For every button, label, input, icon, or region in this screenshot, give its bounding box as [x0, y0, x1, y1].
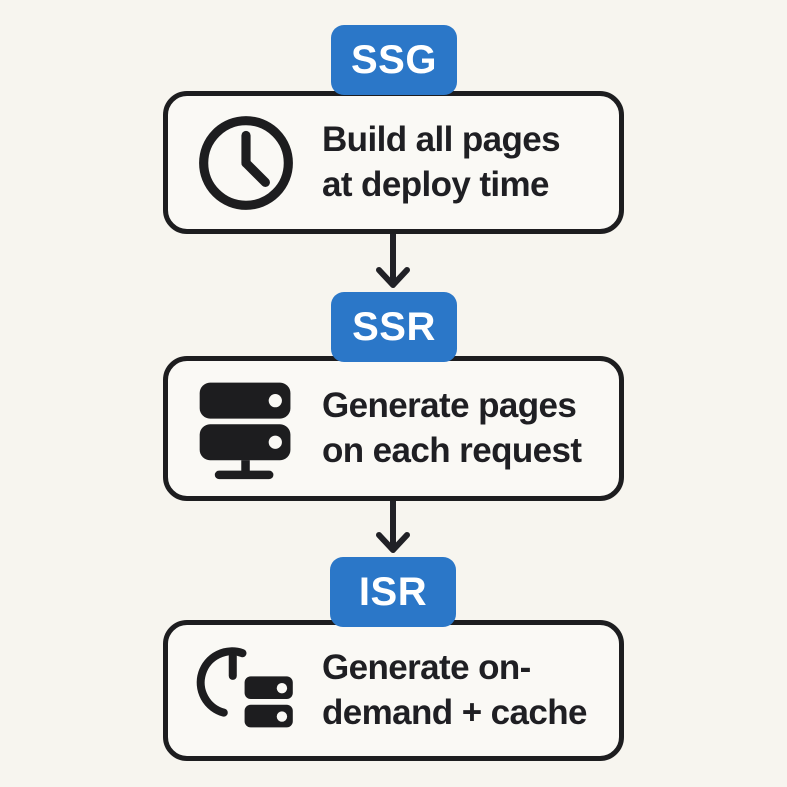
card-ssr-line1: Generate pages	[322, 386, 577, 426]
clock-server-icon	[194, 638, 298, 744]
card-ssg-label: Build all pages at deploy time	[322, 118, 561, 207]
card-ssr-line2: on each request	[322, 430, 582, 470]
card-isr-label: Generate on- demand + cache	[322, 646, 588, 735]
arrow-down-icon	[376, 233, 410, 288]
card-ssg: Build all pages at deploy time	[163, 91, 624, 234]
card-isr: Generate on- demand + cache	[163, 620, 624, 761]
badge-ssg: SSG	[331, 25, 457, 95]
card-ssr-label: Generate pages on each request	[322, 384, 582, 473]
server-icon	[194, 376, 298, 482]
card-ssg-line2: at deploy time	[322, 164, 550, 204]
card-ssg-line1: Build all pages	[322, 120, 561, 160]
clock-icon	[194, 110, 298, 216]
badge-ssr: SSR	[331, 292, 457, 362]
card-ssr: Generate pages on each request	[163, 356, 624, 501]
card-isr-line1: Generate on-	[322, 648, 531, 688]
badge-isr: ISR	[330, 557, 456, 627]
card-isr-line2: demand + cache	[322, 692, 588, 732]
arrow-down-icon	[376, 498, 410, 553]
